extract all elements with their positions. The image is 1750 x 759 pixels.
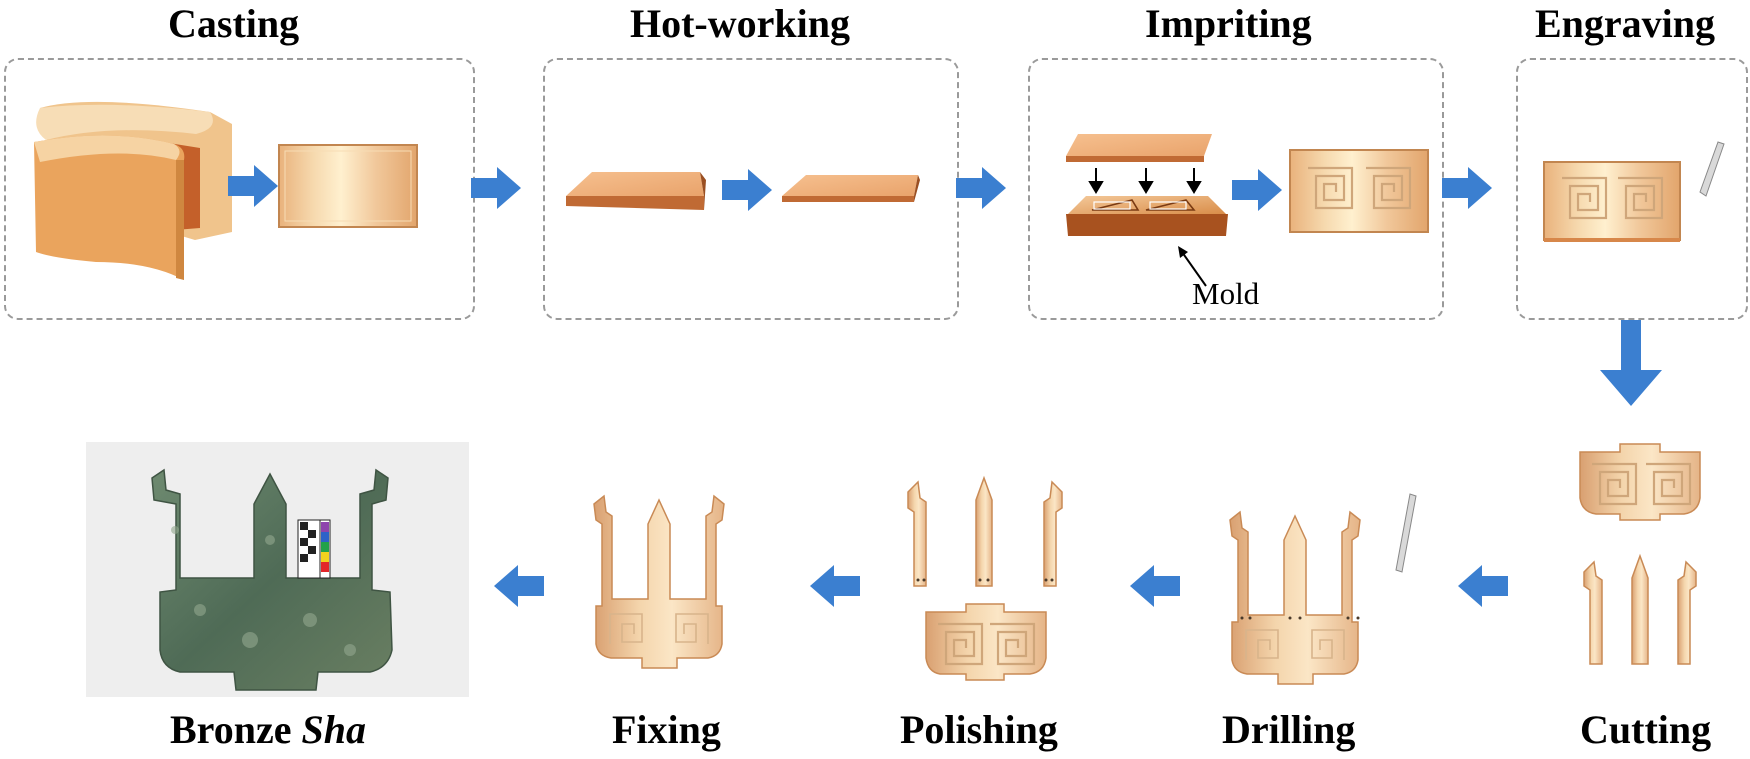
stage-label-casting: Casting	[168, 1, 300, 46]
press-plate	[1066, 134, 1212, 162]
thin-slab	[782, 175, 920, 202]
stage-label-bronze-sha: Bronze Sha	[170, 706, 366, 753]
mold-label: Mold	[1192, 276, 1260, 311]
arrow-impriting-to-engraving	[1442, 167, 1492, 209]
engraved-plate	[1543, 161, 1681, 242]
mold-pointer	[1178, 246, 1207, 287]
scale-swatch	[321, 532, 329, 542]
cast-ingot	[278, 144, 418, 228]
arrow-fixing-to-bronze-sha	[494, 565, 544, 607]
stage-label-drilling: Drilling	[1222, 707, 1356, 752]
stage-label-hot-working: Hot-working	[630, 1, 850, 46]
imprinted-plate	[1289, 149, 1429, 233]
stage-label-fixing: Fixing	[612, 707, 721, 752]
scale-bar	[297, 519, 331, 579]
stage-label-engraving: Engraving	[1535, 1, 1716, 46]
drilling-tool	[1395, 493, 1417, 573]
stage-label-polishing: Polishing	[900, 707, 1058, 752]
engraving-tool	[1699, 141, 1725, 197]
polishing-base	[925, 603, 1047, 681]
cut-base-piece	[1579, 443, 1701, 521]
bronze-sha-italic: Sha	[301, 707, 366, 752]
arrow-casting-inner	[228, 165, 278, 207]
arrow-drilling-to-polishing	[1130, 565, 1180, 607]
arrow-impriting-inner	[1232, 169, 1282, 211]
engraving-box	[1516, 58, 1748, 320]
polishing-prongs	[907, 475, 1063, 587]
arrow-cutting-to-drilling	[1458, 565, 1508, 607]
arrow-casting-to-hot-working	[471, 167, 521, 209]
scale-swatch	[321, 522, 329, 532]
casting-mold-illustration	[34, 101, 232, 280]
fixed-sha	[593, 495, 725, 669]
drilled-sha	[1229, 511, 1361, 685]
press-arrows	[1088, 168, 1202, 194]
stage-label-cutting: Cutting	[1580, 707, 1712, 752]
mold-block	[1066, 196, 1228, 236]
scale-swatch	[321, 552, 329, 562]
arrow-polishing-to-fixing	[810, 565, 860, 607]
bronze-sha-photo	[86, 442, 469, 697]
arrow-hot-working-to-impriting	[956, 167, 1006, 209]
arrow-hot-working-inner	[722, 169, 772, 211]
arrow-engraving-to-cutting	[1600, 320, 1662, 406]
thick-slab	[566, 172, 706, 210]
cut-prongs	[1583, 553, 1697, 665]
bronze-sha-prefix: Bronze	[170, 707, 302, 752]
stage-label-impriting: Impriting	[1145, 1, 1312, 46]
scale-swatch	[321, 562, 329, 572]
scale-swatch	[321, 542, 329, 552]
